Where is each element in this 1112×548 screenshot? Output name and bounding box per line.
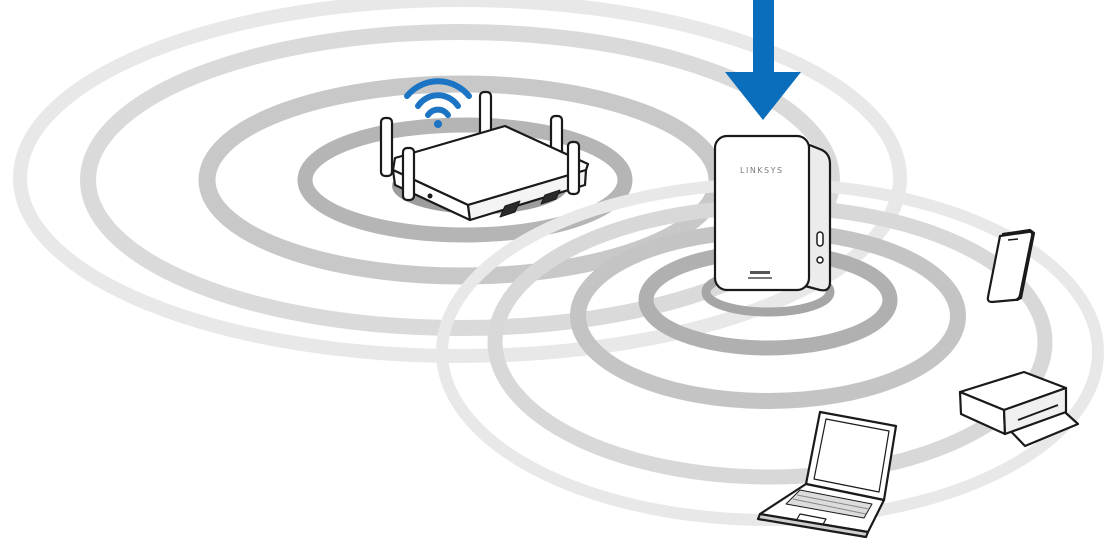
extender-model-badge-2 <box>748 277 772 279</box>
wifi-icon <box>404 78 472 128</box>
router-vent-2 <box>540 189 561 205</box>
laptop-keyboard-rows <box>792 494 870 515</box>
smartphone <box>986 228 1036 304</box>
router-ring-outer <box>13 0 907 363</box>
printer <box>958 370 1080 448</box>
extender-led <box>816 256 824 264</box>
extender-brand-label: LINKSYS <box>740 166 784 175</box>
router-antenna-front-left <box>401 146 416 202</box>
down-arrow-icon <box>725 0 801 120</box>
router-ring-inner <box>297 117 633 243</box>
router-ring-3 <box>80 24 840 336</box>
router-vent <box>499 200 521 218</box>
router-side-face <box>466 168 588 222</box>
laptop-front-edge <box>756 512 870 539</box>
laptop <box>756 410 898 539</box>
router-port <box>427 193 433 199</box>
router <box>379 90 590 222</box>
wifi-arc-outer <box>404 78 472 99</box>
router-antenna-front-right <box>566 140 581 196</box>
wifi-arc-middle <box>415 92 461 109</box>
placement-arrow <box>725 0 801 120</box>
extender-front <box>713 134 811 292</box>
smartphone-speaker <box>1007 238 1019 241</box>
smartphone-body <box>986 230 1034 304</box>
extender-wps-button <box>816 231 824 247</box>
range-extender: LINKSYS <box>713 134 832 292</box>
router-antenna-back-left <box>379 116 394 178</box>
wifi-dot <box>434 120 442 128</box>
laptop-screen-inner <box>813 418 890 493</box>
extender-model-badge <box>750 271 770 274</box>
printer-side <box>1002 386 1068 436</box>
wifi-arc-inner <box>425 106 451 118</box>
printer-output-slot <box>1017 404 1059 421</box>
